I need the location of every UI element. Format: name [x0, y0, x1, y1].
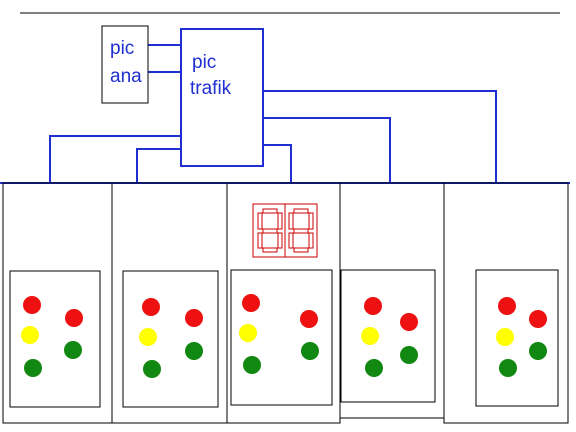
red-light-icon	[498, 297, 516, 315]
red-light-icon	[364, 297, 382, 315]
red-light-icon	[185, 309, 203, 327]
yellow-light-icon	[21, 326, 39, 344]
lights-2	[139, 298, 203, 378]
intersection-panels	[2, 182, 569, 424]
pic-ana-box	[101, 25, 149, 104]
green-light-icon	[301, 342, 319, 360]
traffic-light-4	[340, 269, 436, 403]
yellow-light-icon	[139, 328, 157, 346]
traffic-light-2	[122, 270, 219, 408]
pic-ana-label-line1: pic	[110, 38, 134, 59]
green-light-icon	[400, 346, 418, 364]
red-light-icon	[65, 309, 83, 327]
green-light-icon	[499, 359, 517, 377]
pic-trafik-label-line1: pic	[192, 52, 216, 73]
lights-3	[239, 294, 319, 374]
lights-1	[21, 296, 83, 377]
digit-1	[257, 208, 283, 253]
red-light-icon	[400, 313, 418, 331]
red-light-icon	[242, 294, 260, 312]
green-light-icon	[365, 359, 383, 377]
lights-5	[496, 297, 547, 377]
traffic-light-housings	[9, 269, 559, 408]
yellow-light-icon	[239, 324, 257, 342]
traffic-light-5	[475, 269, 559, 407]
green-light-icon	[143, 360, 161, 378]
red-light-icon	[300, 310, 318, 328]
red-light-icon	[529, 310, 547, 328]
pic-trafik-box	[180, 28, 264, 167]
green-light-icon	[529, 342, 547, 360]
pic-ana-label-line2: ana	[110, 66, 142, 87]
red-light-icon	[23, 296, 41, 314]
green-light-icon	[64, 341, 82, 359]
wiring	[0, 44, 570, 184]
green-light-icon	[185, 342, 203, 360]
yellow-light-icon	[496, 328, 514, 346]
green-light-icon	[243, 356, 261, 374]
yellow-light-icon	[361, 327, 379, 345]
green-light-icon	[24, 359, 42, 377]
panel-5	[443, 182, 569, 424]
digit-2	[288, 208, 314, 253]
lights-4	[361, 297, 418, 377]
pic-trafik-label-line2: trafik	[190, 78, 232, 99]
seven-segment-display	[252, 203, 318, 258]
red-light-icon	[142, 298, 160, 316]
